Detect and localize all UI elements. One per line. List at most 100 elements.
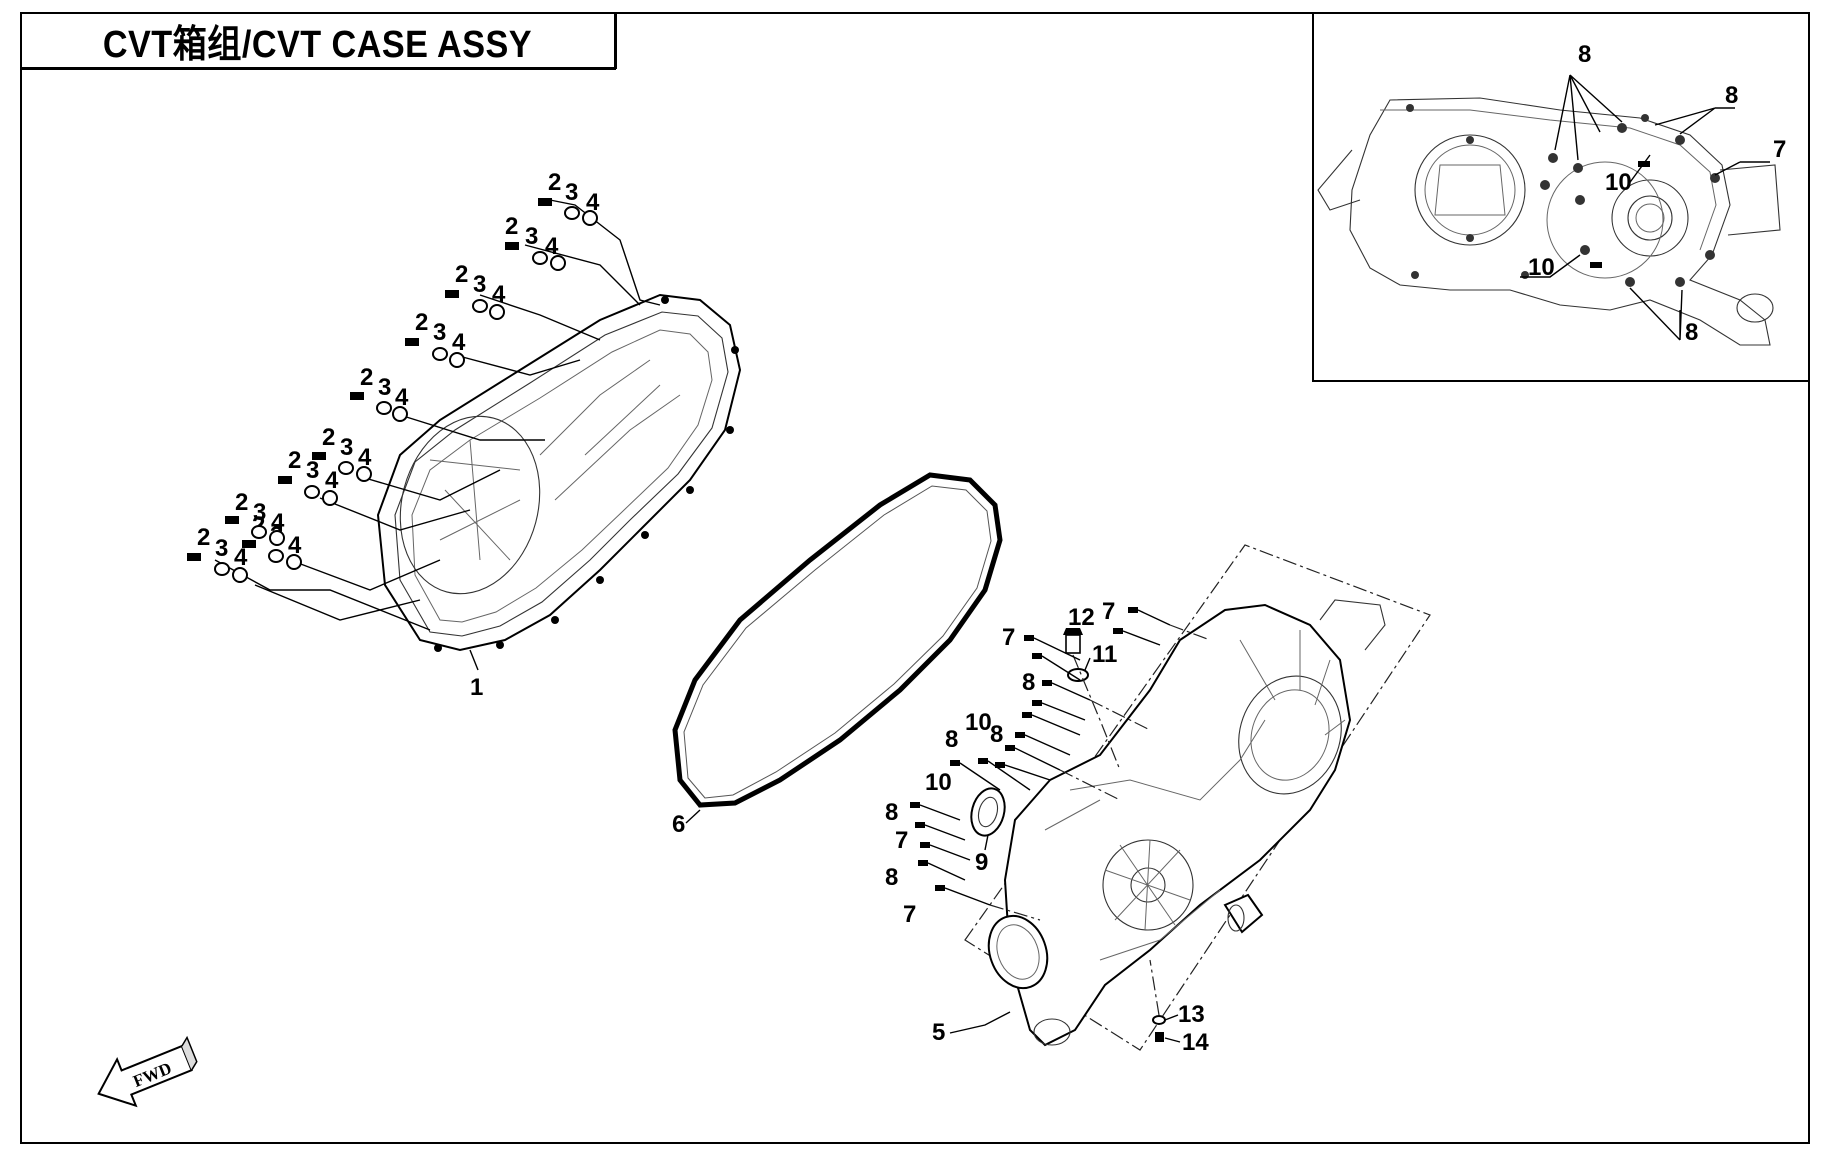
- inner-case-fan-bore-inner: [1250, 689, 1330, 781]
- callout-6: 6: [672, 811, 685, 838]
- callout-4-row6: 4: [358, 444, 372, 471]
- callout-3-row9: 3: [253, 499, 266, 526]
- bolt-axis-9: [254, 584, 421, 621]
- callout-7-c: 7: [895, 827, 908, 854]
- fwd-arrow-bevel: [181, 1035, 198, 1071]
- case-bolt-shanks: [919, 609, 1171, 906]
- inset-bolt-points: [1406, 104, 1720, 287]
- callout-4-row3: 4: [492, 281, 506, 308]
- bolt-row-3: 2 3 4: [445, 261, 601, 341]
- outer-cover-shell: [376, 293, 742, 652]
- leader-13: [1164, 1014, 1179, 1021]
- callout-3-row2: 3: [525, 223, 538, 250]
- bolt-axis-7: [319, 497, 471, 531]
- inset-callout-10-bottom: 10: [1528, 254, 1555, 281]
- inset-marker-bottom: [1590, 262, 1602, 268]
- cvt-outer-cover: [376, 293, 742, 652]
- inset-leader-8-bottom: [1629, 287, 1683, 341]
- callout-9: 9: [975, 849, 988, 876]
- bolt-13-axis: [1149, 959, 1160, 1016]
- callout-7-d: 7: [903, 901, 916, 928]
- inner-case-fan-bore: [1238, 675, 1342, 795]
- outer-cover-inner: [411, 329, 713, 623]
- inset-callout-7: 7: [1773, 136, 1786, 163]
- bolt-row-9: 2 3 4: [225, 489, 421, 621]
- callout-4-row4: 4: [452, 329, 466, 356]
- case-bolt-set: [910, 607, 1211, 1042]
- callout-12: 12: [1068, 604, 1095, 631]
- callout-2-row2: 2: [505, 213, 518, 240]
- callout-3-row1: 3: [565, 179, 578, 206]
- callout-2-row1: 2: [548, 169, 561, 196]
- plug-axis: [1072, 654, 1121, 771]
- plug-head: [1063, 628, 1083, 635]
- callout-4-row7: 4: [325, 467, 339, 494]
- bolt-axis-3: [479, 294, 601, 341]
- callout-4-row2: 4: [545, 233, 559, 260]
- callout-7-b: 7: [1002, 624, 1015, 651]
- callout-8-a: 8: [1022, 669, 1035, 696]
- inner-case-dashed-outline: [964, 544, 1431, 1051]
- inset-callout-8-right: 8: [1725, 82, 1738, 109]
- bolt-row-7: 2 3 4: [278, 447, 471, 531]
- bolt-14: [1155, 1032, 1164, 1042]
- callout-2-row10: 2: [197, 524, 210, 551]
- callout-8-e: 8: [885, 864, 898, 891]
- outer-cover-vanes: [429, 439, 521, 561]
- bolt-axis-5: [399, 414, 545, 441]
- callout-7-a: 7: [1102, 598, 1115, 625]
- callout-2-row9: 2: [235, 489, 248, 516]
- inset-left-duct: [1317, 149, 1361, 211]
- inset-case-inner: [1380, 109, 1717, 251]
- outer-frame: [20, 12, 1810, 1144]
- bolt-row-8: 2 3 4: [242, 512, 441, 591]
- inset-leader-8-right: [1654, 107, 1735, 135]
- diagram-title: CVT箱组/CVT CASE ASSY: [102, 23, 533, 66]
- inset-callout-8-bottom: 8: [1685, 319, 1698, 346]
- callout-3-row3: 3: [473, 271, 486, 298]
- inner-case-ribs: [1044, 719, 1266, 961]
- cover-bolt-set: 2 3 4 2 3 4 2 3 4 2 3: [187, 169, 661, 631]
- bolt-row-1: 2 3 4: [538, 169, 661, 306]
- leader-14: [1164, 1037, 1181, 1043]
- inset-right-hub-core: [1635, 203, 1665, 233]
- main-callouts: 1 6 5 12 11 7 7 8 10 8 8 10 8 7 8 7 9 13…: [469, 598, 1209, 1056]
- oil-seal: [970, 787, 1006, 837]
- drain-plug-group: [1063, 628, 1121, 771]
- seal-outer: [970, 787, 1006, 837]
- gasket-inner-edge: [683, 485, 992, 799]
- callout-3-row4: 3: [433, 319, 446, 346]
- callout-10-a: 10: [965, 709, 992, 736]
- outer-cover-vent: [399, 415, 541, 595]
- inner-case-rear-boss: [1033, 1018, 1071, 1046]
- inset-right-boss: [1546, 161, 1664, 279]
- inner-case-top-duct: [1319, 599, 1386, 651]
- callout-10-b: 10: [925, 769, 952, 796]
- inset-leader-10-top: [1627, 154, 1651, 186]
- inset-rear-boss: [1736, 293, 1774, 323]
- callout-4-row1: 4: [586, 189, 600, 216]
- callout-8-d: 8: [885, 799, 898, 826]
- bolt-axis-4: [454, 354, 581, 376]
- outer-cover-rim: [394, 311, 729, 637]
- callout-5: 5: [932, 1019, 945, 1046]
- inset-bore-outer: [1414, 134, 1526, 246]
- leader-11: [1084, 657, 1091, 671]
- inset-case-outline: [1349, 97, 1771, 346]
- bolt-row-4: 2 3 4: [405, 309, 581, 376]
- inset-marker-top: [1638, 161, 1650, 167]
- callout-4-row9: 4: [271, 509, 285, 536]
- bolt-axis-1: [549, 199, 661, 306]
- seal-inner: [977, 796, 999, 828]
- outer-cover-tabs: [434, 296, 739, 652]
- callout-3-row7: 3: [306, 457, 319, 484]
- inner-case-lower-duct: [987, 914, 1049, 990]
- detail-inset: 8 8 7 10 10 8: [1312, 12, 1810, 382]
- bolt-row-2: 2 3 4: [505, 213, 641, 306]
- callout-1: 1: [470, 674, 483, 701]
- bolt-axis-6: [364, 469, 501, 501]
- inset-right-duct: [1719, 164, 1781, 236]
- inner-case-hub-outer: [1102, 839, 1194, 931]
